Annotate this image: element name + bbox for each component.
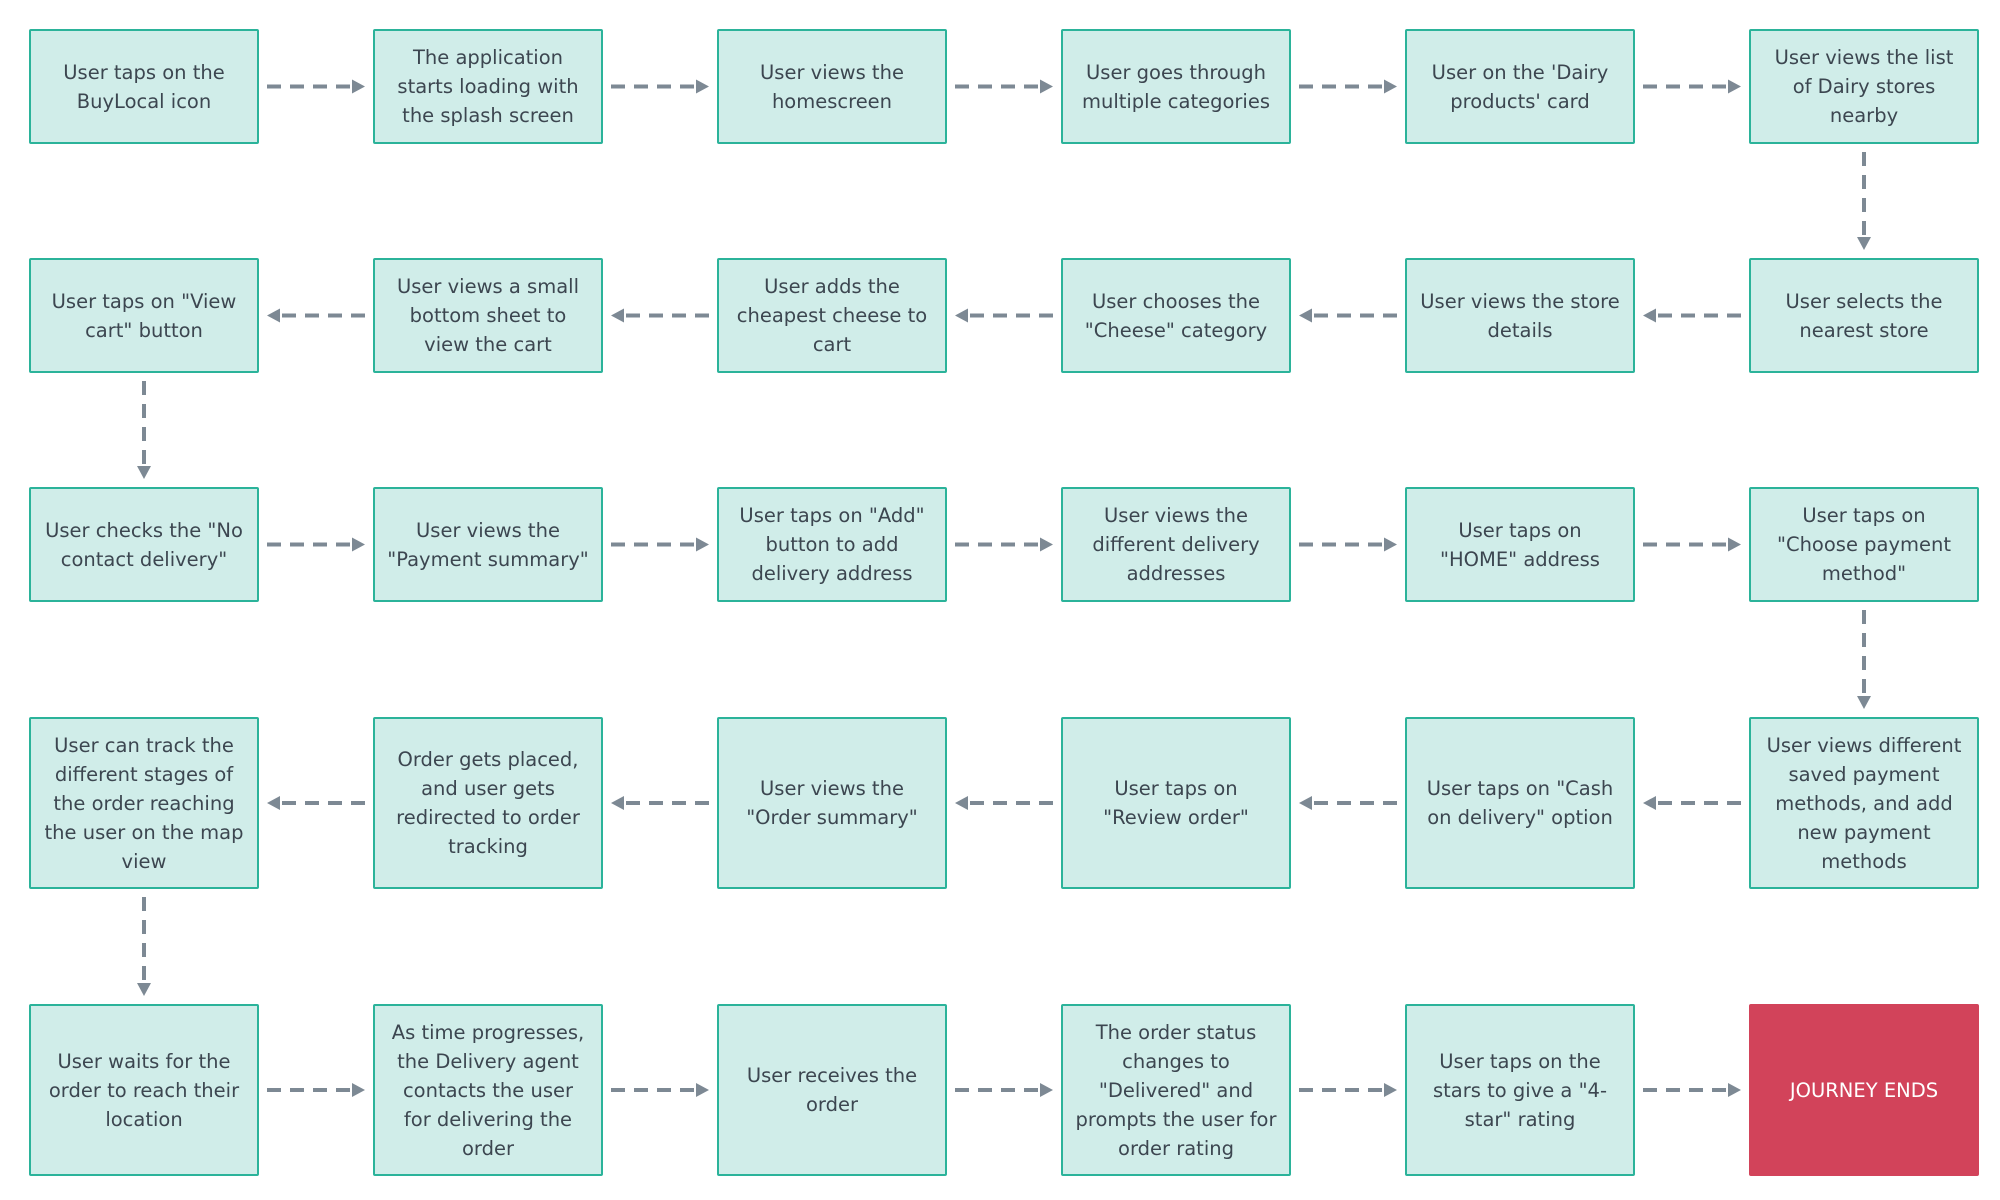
flow-arrow-22 — [1299, 796, 1397, 810]
flow-arrow-19 — [267, 796, 365, 810]
step-view-cart-bottom-sheet: User views a small bottom sheet to view … — [373, 258, 603, 373]
flow-arrow-13 — [267, 537, 365, 552]
step-check-no-contact-delivery: User checks the "No contact delivery" — [29, 487, 259, 602]
flow-arrow-3 — [955, 79, 1053, 94]
step-select-nearest-store: User selects the nearest store — [1749, 258, 1979, 373]
flow-arrow-24 — [137, 897, 151, 996]
step-tap-choose-payment: User taps on "Choose payment method" — [1749, 487, 1979, 602]
step-delivery-agent-contacts: As time progresses, the Delivery agent c… — [373, 1004, 603, 1176]
journey-ends-terminal: JOURNEY ENDS — [1749, 1004, 1979, 1176]
step-tap-review-order: User taps on "Review order" — [1061, 717, 1291, 889]
step-add-cheese-to-cart: User adds the cheapest cheese to cart — [717, 258, 947, 373]
step-track-order-map: User can track the different stages of t… — [29, 717, 259, 889]
step-dairy-products-card: User on the 'Dairy products' card — [1405, 29, 1635, 144]
flow-arrow-7 — [267, 308, 365, 323]
flow-arrow-23 — [1643, 796, 1741, 810]
flow-arrow-9 — [955, 308, 1053, 323]
flow-arrow-1 — [267, 79, 365, 94]
flow-arrow-17 — [1643, 537, 1741, 552]
flow-arrow-29 — [1643, 1083, 1741, 1097]
step-wait-for-order: User waits for the order to reach their … — [29, 1004, 259, 1176]
step-view-order-summary: User views the "Order summary" — [717, 717, 947, 889]
step-view-store-details: User views the store details — [1405, 258, 1635, 373]
step-choose-cheese-category: User chooses the "Cheese" category — [1061, 258, 1291, 373]
flow-arrow-26 — [611, 1083, 709, 1097]
step-splash-screen-loading: The application starts loading with the … — [373, 29, 603, 144]
step-view-delivery-addresses: User views the different delivery addres… — [1061, 487, 1291, 602]
flow-arrow-12 — [137, 381, 151, 479]
step-tap-cash-on-delivery: User taps on "Cash on delivery" option — [1405, 717, 1635, 889]
flow-arrow-5 — [1643, 79, 1741, 94]
flow-arrow-27 — [955, 1083, 1053, 1097]
step-receive-order: User receives the order — [717, 1004, 947, 1176]
flow-arrow-4 — [1299, 79, 1397, 94]
flow-arrow-6 — [1857, 152, 1871, 250]
step-tap-add-address: User taps on "Add" button to add deliver… — [717, 487, 947, 602]
step-tap-home-address: User taps on "HOME" address — [1405, 487, 1635, 602]
flow-arrow-28 — [1299, 1083, 1397, 1097]
step-view-payment-summary: User views the "Payment summary" — [373, 487, 603, 602]
step-tap-buylocal-icon: User taps on the BuyLocal icon — [29, 29, 259, 144]
flow-arrow-25 — [267, 1083, 365, 1097]
flow-arrow-15 — [955, 537, 1053, 552]
step-browse-categories: User goes through multiple categories — [1061, 29, 1291, 144]
flow-arrow-18 — [1857, 610, 1871, 709]
flow-arrow-2 — [611, 79, 709, 94]
step-give-four-star-rating: User taps on the stars to give a "4-star… — [1405, 1004, 1635, 1176]
step-view-homescreen: User views the homescreen — [717, 29, 947, 144]
step-tap-view-cart: User taps on "View cart" button — [29, 258, 259, 373]
flow-arrow-14 — [611, 537, 709, 552]
flow-arrow-11 — [1643, 308, 1741, 323]
step-order-placed: Order gets placed, and user gets redirec… — [373, 717, 603, 889]
flow-arrow-21 — [955, 796, 1053, 810]
step-order-delivered-rating-prompt: The order status changes to "Delivered" … — [1061, 1004, 1291, 1176]
flow-arrow-8 — [611, 308, 709, 323]
step-view-payment-methods: User views different saved payment metho… — [1749, 717, 1979, 889]
flow-arrow-20 — [611, 796, 709, 810]
flow-arrow-10 — [1299, 308, 1397, 323]
step-view-dairy-stores: User views the list of Dairy stores near… — [1749, 29, 1979, 144]
flow-arrow-16 — [1299, 537, 1397, 552]
